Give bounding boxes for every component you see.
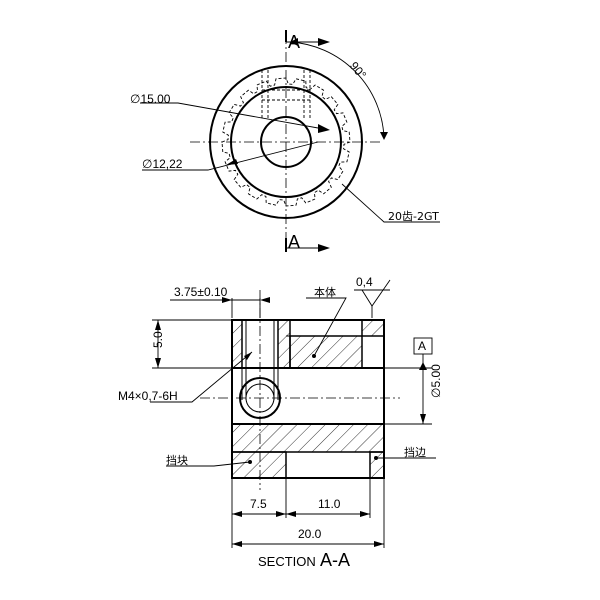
section-title-suffix: A-A xyxy=(320,550,350,570)
hub-circle xyxy=(230,86,342,198)
hidden-gear-teeth xyxy=(221,77,351,207)
teeth-label: 20齿-2GT xyxy=(388,210,439,223)
leader-teeth xyxy=(341,183,440,223)
dim-w2-arrow-left xyxy=(286,511,296,517)
section-arrow-top xyxy=(318,38,330,46)
dim-height-arrow-top xyxy=(155,320,161,330)
leader-right-part-dot xyxy=(374,456,378,460)
outer-circle xyxy=(209,65,363,219)
dim-top-arrow-left xyxy=(222,297,232,303)
dim-height-arrow-bottom xyxy=(155,358,161,368)
leader-body-dot xyxy=(312,354,316,358)
section-arrow-bottom xyxy=(318,244,330,252)
dim-top-arrow-right xyxy=(260,297,270,303)
dim-w1-arrow-left xyxy=(232,511,242,517)
upper-wall-hatch xyxy=(289,335,363,369)
top-view: A A 90° ∅15.00 ∅12,22 20齿-2GT xyxy=(130,30,440,252)
dim-total-width: 20.0 xyxy=(298,527,322,541)
dim-total-arrow-right xyxy=(374,541,384,547)
lower-left-block-hatch xyxy=(231,451,287,479)
gear-tooth-profile xyxy=(221,77,351,207)
lower-wall-hatch xyxy=(231,423,385,453)
upper-flange-hatch xyxy=(361,319,385,337)
roughness-value: 0,4 xyxy=(356,275,373,289)
angle-arrow-start xyxy=(290,38,298,46)
dim-middle-width: 11.0 xyxy=(318,497,341,511)
leader-dia-tooth-arrow xyxy=(226,159,238,165)
leader-dia-outer xyxy=(140,102,319,129)
leader-dia-tooth xyxy=(142,141,319,171)
dim-height: 5.0 xyxy=(151,331,165,348)
hidden-setscrew-lines xyxy=(261,70,311,118)
body-label: 本体 xyxy=(314,285,336,299)
dim-bore-arrow-bottom xyxy=(420,414,426,424)
section-title-prefix: SECTION xyxy=(258,554,316,569)
body-outline xyxy=(231,319,385,479)
leader-dia-outer-arrow xyxy=(318,124,330,133)
dim-top-offset: 3.75±0.10 xyxy=(174,285,228,299)
leader-body xyxy=(306,297,347,357)
angle-arrow-end xyxy=(380,132,388,140)
bore-dia-label: ∅5.00 xyxy=(429,364,443,398)
dia-tooth-label: ∅12,22 xyxy=(142,157,183,171)
leader-left-part-dot xyxy=(248,460,252,464)
datum-label: A xyxy=(418,339,426,353)
angle-label: 90° xyxy=(347,59,370,82)
section-mark-bottom: A xyxy=(288,232,300,252)
left-part-label: 挡块 xyxy=(166,453,188,467)
dim-left-width: 7.5 xyxy=(250,497,267,511)
bore-circle xyxy=(260,116,312,168)
angle-arc xyxy=(289,41,385,139)
thread-label: M4×0,7-6H xyxy=(118,389,178,403)
right-part-label: 挡边 xyxy=(404,445,426,459)
dim-w1-arrow-right xyxy=(276,511,286,517)
upper-left-block-right xyxy=(277,319,291,369)
section-view: 3.75±0.10 5.0 M4×0,7-6H 本体 0,4 A ∅5.00 xyxy=(118,275,443,570)
leader-left-part xyxy=(166,461,251,467)
dim-w2-arrow-right xyxy=(360,511,370,517)
dia-outer-label: ∅15.00 xyxy=(130,92,171,106)
leader-thread-arrow xyxy=(244,352,252,360)
upper-left-block xyxy=(231,319,243,369)
dim-total-arrow-left xyxy=(232,541,242,547)
leader-thread xyxy=(150,351,253,403)
lower-right-flange-hatch xyxy=(369,451,385,479)
